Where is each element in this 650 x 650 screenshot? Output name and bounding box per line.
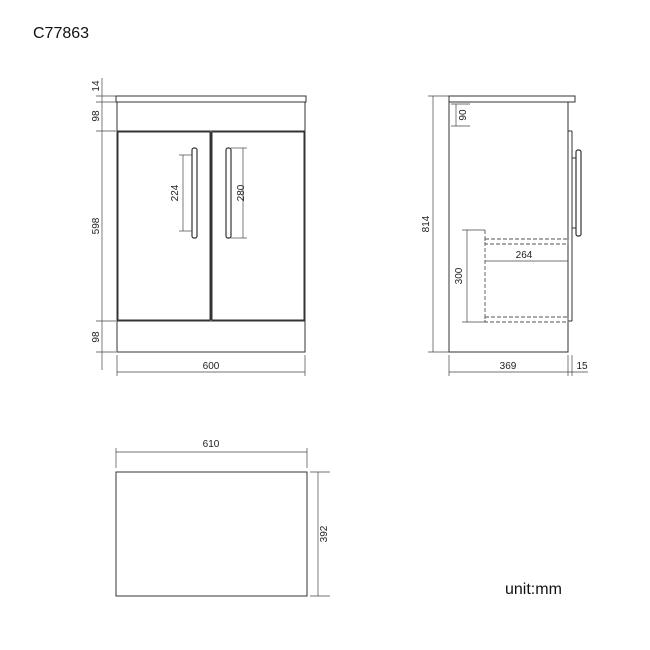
side-handle: [575, 149, 582, 237]
door-height-label: 598: [91, 217, 102, 234]
shelf-depth-dimension: 264: [485, 250, 568, 262]
shelf-height-label: 300: [454, 267, 465, 284]
side-top-rail-label: 90: [458, 109, 469, 121]
handle-length-dimension: 280: [231, 147, 247, 239]
top-depth-dimension: 392: [310, 471, 330, 597]
top-outline: [115, 471, 308, 597]
shelf-height-dimension: 300: [454, 229, 485, 323]
side-view: 90 264 300 814: [421, 95, 588, 376]
door-thickness-label: 15: [576, 361, 588, 372]
front-carcass: [116, 101, 306, 353]
top-view: 610 392: [115, 439, 330, 597]
top-depth-label: 392: [319, 525, 330, 542]
front-view: 224 280 14 98 598 98 600: [91, 78, 307, 376]
side-top-rail-dimension: 90: [451, 103, 470, 127]
shelf-depth-label: 264: [516, 250, 533, 261]
top-width-label: 610: [203, 439, 220, 450]
front-height-dimensions: 14 98 598 98: [91, 78, 116, 370]
upper-shelf: [484, 238, 569, 245]
shelves: [484, 230, 569, 323]
front-width-label: 600: [203, 361, 220, 372]
side-depth-label: 369: [500, 361, 517, 372]
top-rail-label: 98: [91, 110, 102, 122]
lower-shelf: [484, 316, 569, 323]
total-height-label: 814: [421, 215, 432, 232]
unit-label: unit:mm: [505, 581, 562, 598]
front-width-dimension: 600: [116, 355, 306, 376]
top-thickness-label: 14: [91, 80, 102, 92]
plinth-label: 98: [91, 331, 102, 343]
product-code: C77863: [33, 25, 89, 42]
side-carcass: [448, 101, 569, 353]
handle-centres-label: 224: [170, 184, 181, 201]
top-width-dimension: 610: [115, 439, 308, 468]
side-depth-dimensions: 369 15: [448, 355, 588, 376]
right-door-handle: [225, 147, 232, 239]
handle-length-label: 280: [236, 184, 247, 201]
left-door-handle: [191, 147, 198, 239]
front-worktop: [115, 95, 307, 103]
handle-centres-dimension: 224: [170, 154, 192, 232]
side-worktop: [448, 95, 576, 103]
total-height-dimension: 814: [421, 95, 449, 353]
